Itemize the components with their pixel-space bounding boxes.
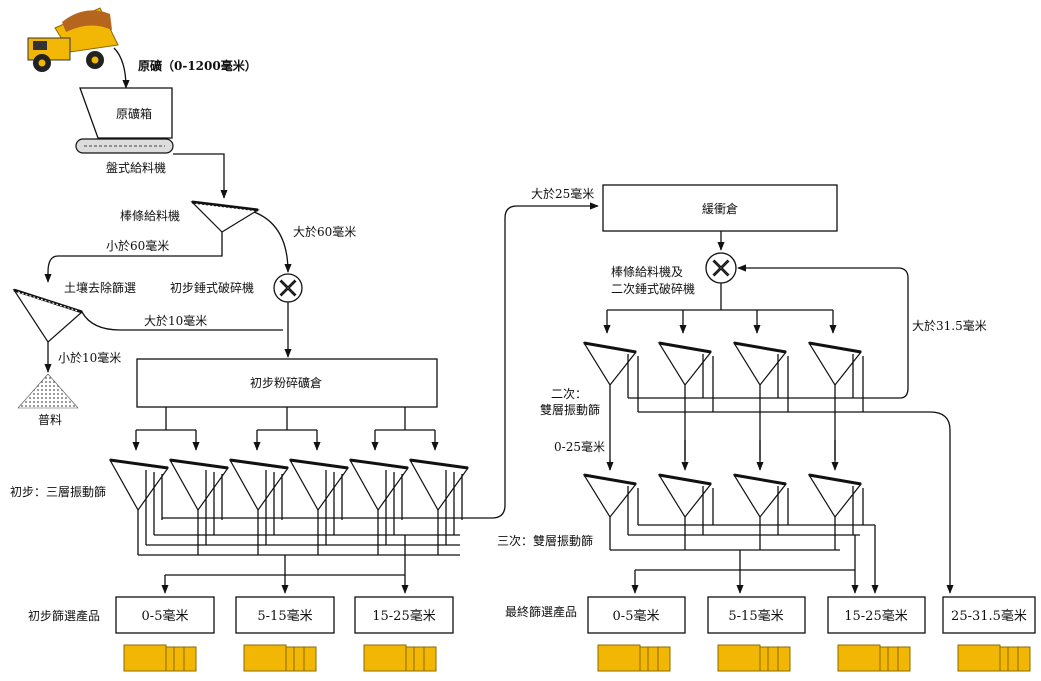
primary-product-box-2 — [235, 596, 335, 634]
secondary-screen-label-1: 二次： — [551, 387, 587, 401]
grizzly-feeder-label: 棒條給料機 — [120, 208, 180, 223]
size-0-25-label: 0-25毫米 — [554, 439, 605, 454]
primary-product-size-3: 15-25毫米 — [372, 608, 435, 624]
secondary-screen-3 — [732, 341, 788, 387]
primary-triple-deck-screens — [108, 458, 470, 512]
final-product-arrows — [631, 525, 879, 594]
final-product-box-1 — [587, 596, 686, 634]
tertiary-screen-discharge — [609, 486, 875, 571]
secondary-screen-1 — [582, 341, 638, 387]
tertiary-screen-3 — [732, 473, 788, 519]
primary-screen-label: 初步：三層振動篩 — [10, 484, 106, 499]
grizzly-secondary-crusher-label-1: 棒條給料機及 — [611, 264, 683, 279]
final-product-size-4: 25-31.5毫米 — [951, 608, 1027, 624]
secondary-screen-2 — [657, 341, 713, 387]
primary-products: 0-5毫米 5-15毫米 15-25毫米 — [115, 596, 454, 634]
surge-bin — [602, 184, 838, 232]
under-10-label: 小於10毫米 — [58, 350, 121, 365]
over-25-conveyor — [470, 202, 599, 519]
primary-crushed-ore-bin-label: 初步粉碎礦倉 — [250, 375, 322, 390]
final-product-size-1: 0-5毫米 — [613, 608, 660, 624]
soil-removal-screen — [12, 288, 84, 343]
truck-icon — [717, 644, 791, 672]
apron-feeder-label: 盤式給料機 — [106, 160, 166, 175]
size-25-31-5-conveyor — [929, 411, 954, 594]
general-material-label: 普料 — [38, 413, 62, 427]
dump-truck-icon — [27, 7, 119, 72]
raw-ore-arrow — [113, 47, 130, 89]
secondary-screen-4 — [807, 341, 863, 387]
secondary-double-deck-screens — [582, 341, 863, 387]
apron-feeder — [75, 138, 174, 154]
raw-ore-label: 原礦（0-1200毫米） — [138, 58, 257, 73]
primary-screen-6 — [408, 458, 470, 512]
tertiary-screen-1 — [582, 473, 638, 519]
raw-ore-bin-label: 原礦箱 — [116, 106, 152, 121]
secondary-hammer-crusher-icon — [705, 252, 737, 284]
final-product-box-2 — [707, 596, 806, 634]
truck-icon — [123, 644, 197, 672]
truck-icon — [363, 644, 437, 672]
grizzly-feeder — [190, 200, 260, 233]
truck-icon — [957, 644, 1031, 672]
surge-bin-label: 緩衝倉 — [702, 201, 738, 216]
primary-screen-5 — [348, 458, 410, 512]
primary-hammer-crusher-label: 初步錘式破碎機 — [170, 280, 254, 295]
raw-ore-bin — [79, 87, 173, 139]
soil-removal-screen-label: 土壤去除篩選 — [64, 280, 136, 295]
over-31-5-label: 大於31.5毫米 — [912, 318, 987, 333]
final-product-box-4 — [942, 596, 1036, 634]
tertiary-feed-arrows — [606, 440, 839, 471]
primary-product-arrows — [161, 535, 409, 594]
primary-product-size-1: 0-5毫米 — [142, 608, 189, 624]
truck-icon — [597, 644, 671, 672]
secondary-feed-arrows — [603, 310, 837, 334]
truck-icon — [837, 644, 911, 672]
primary-screen-1 — [108, 458, 170, 512]
primary-bin-outlets — [136, 407, 435, 431]
primary-screen-4 — [288, 458, 350, 512]
primary-screen-2 — [168, 458, 230, 512]
tertiary-screen-label: 三次：雙層振動篩 — [497, 533, 593, 548]
final-products: 0-5毫米 5-15毫米 15-25毫米 25-31.5毫米 — [587, 596, 1036, 634]
over-10-label: 大於10毫米 — [144, 313, 207, 328]
truck-icon — [243, 644, 317, 672]
primary-screen-feed-arrows — [132, 430, 439, 451]
over-31-5-recirculation — [737, 264, 909, 399]
tertiary-screen-4 — [807, 473, 863, 519]
secondary-distribution — [607, 283, 833, 311]
final-product-size-3: 15-25毫米 — [844, 608, 907, 624]
final-product-box-3 — [827, 596, 926, 634]
under-60-label: 小於60毫米 — [106, 238, 169, 253]
over-25-label: 大於25毫米 — [531, 186, 594, 201]
tertiary-double-deck-screens — [582, 473, 863, 519]
primary-product-box-3 — [354, 596, 454, 634]
final-products-label: 最終篩選產品 — [505, 604, 577, 619]
primary-product-size-2: 5-15毫米 — [257, 608, 312, 624]
primary-product-box-1 — [115, 596, 215, 634]
secondary-screen-label-2: 雙層振動篩 — [540, 402, 600, 417]
over-60-label: 大於60毫米 — [293, 224, 356, 239]
final-product-size-2: 5-15毫米 — [728, 608, 783, 624]
tertiary-screen-2 — [657, 473, 713, 519]
primary-hammer-crusher-icon — [273, 273, 303, 303]
primary-products-label: 初步篩選產品 — [28, 608, 100, 623]
primary-screen-3 — [228, 458, 290, 512]
grizzly-secondary-crusher-label-2: 二次錘式破碎機 — [611, 281, 695, 296]
product-trucks — [123, 644, 1031, 672]
general-material-stockpile-icon — [17, 373, 79, 409]
